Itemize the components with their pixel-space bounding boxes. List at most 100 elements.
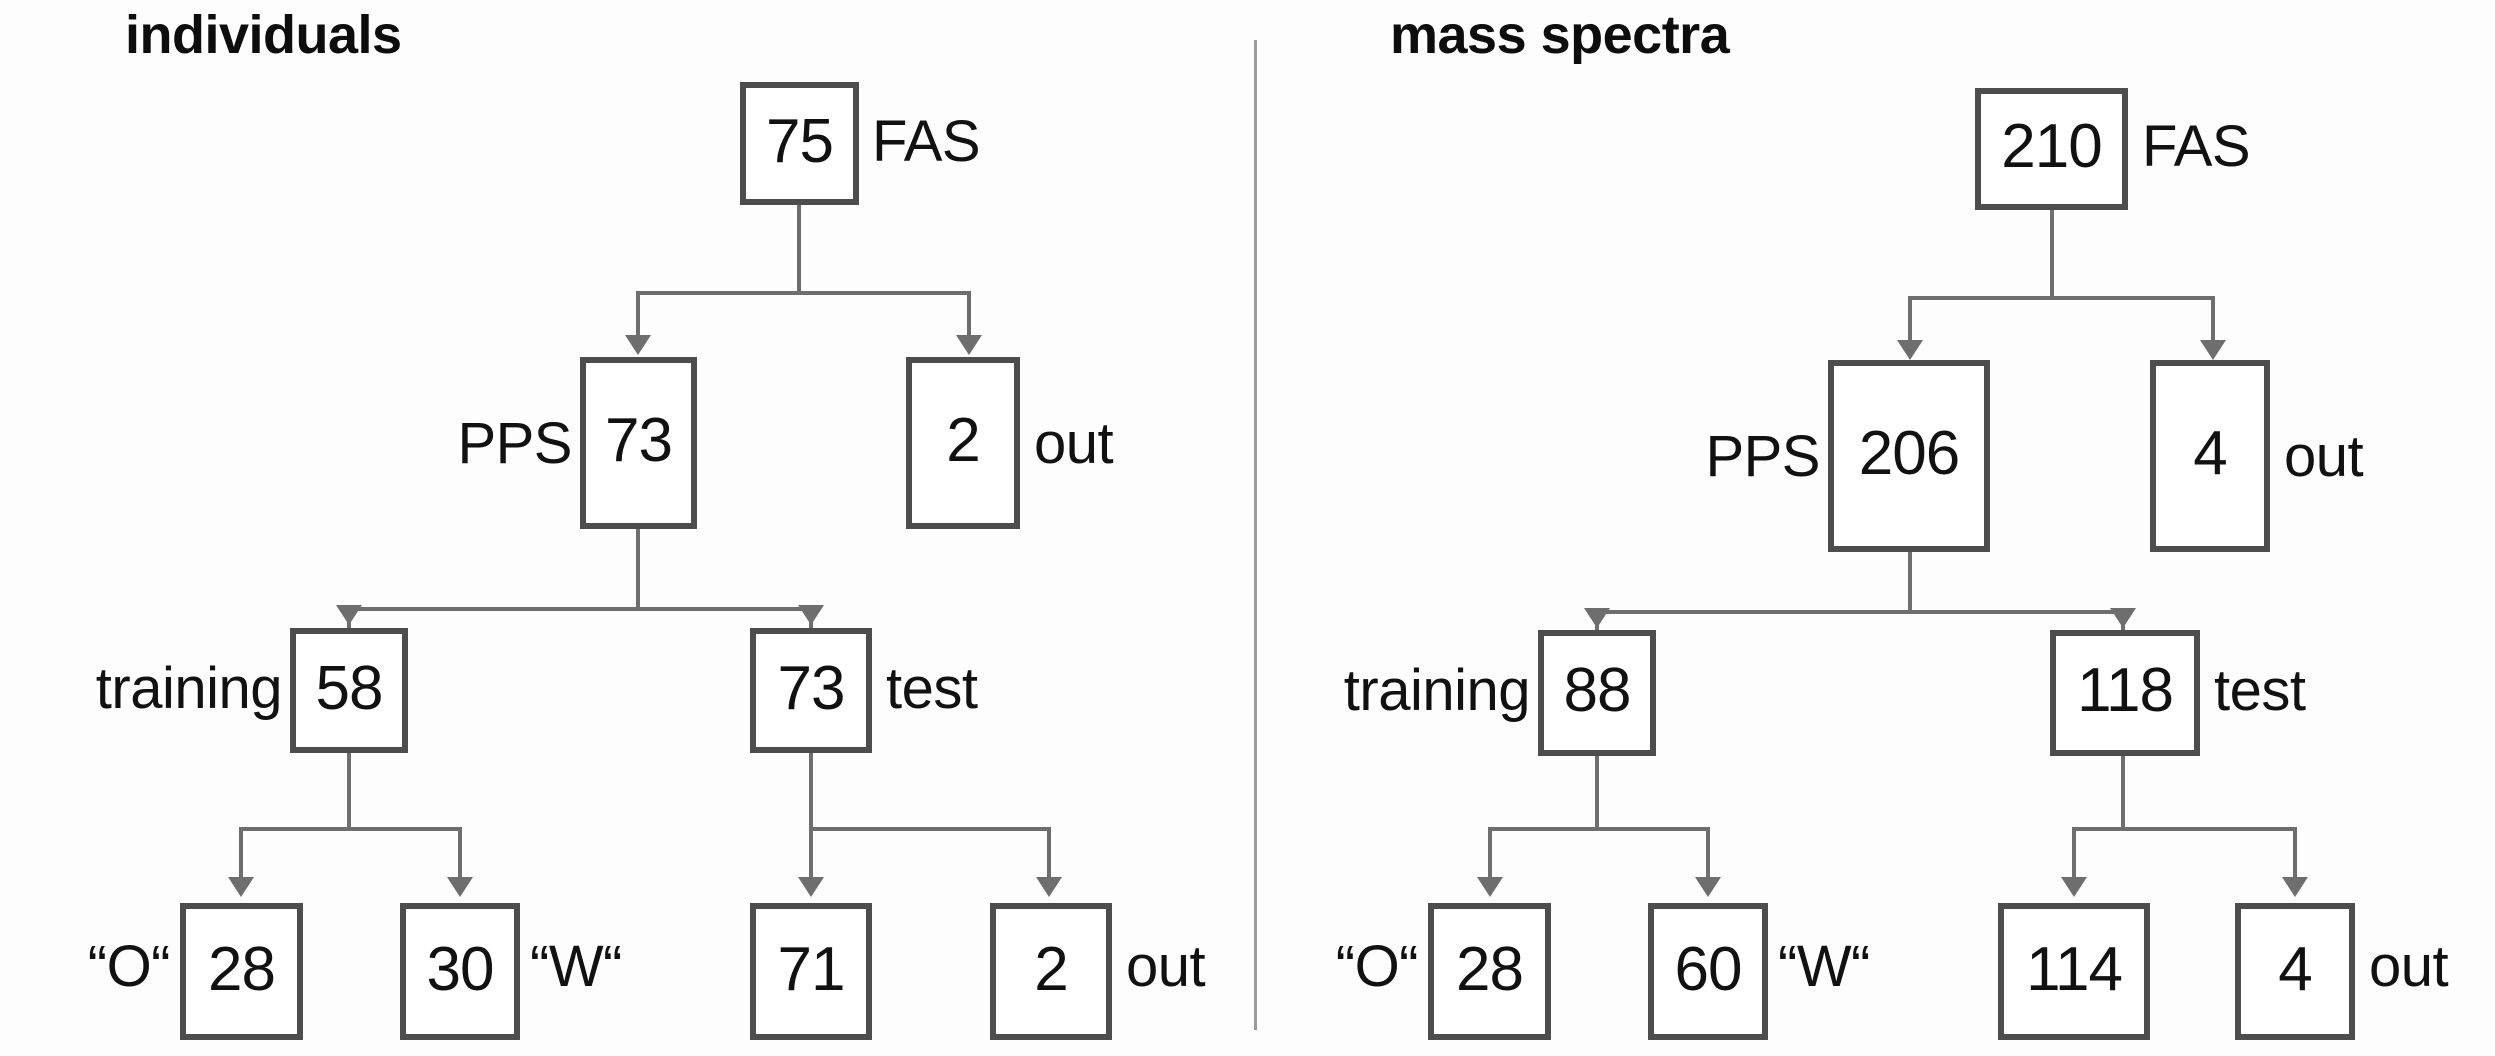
node-value: 2 xyxy=(946,406,980,475)
connector-test-to-out xyxy=(2293,827,2297,879)
connector-pps-stem xyxy=(1908,552,1912,614)
connector-fas-to-pps xyxy=(1908,296,1912,342)
connector-fas-to-pps xyxy=(636,291,640,337)
node-value: 88 xyxy=(1563,656,1632,725)
connector-test-stem xyxy=(2121,753,2125,829)
label-mass-spectra-test: test xyxy=(2214,658,2306,723)
connector-pps-bar xyxy=(1595,610,2125,614)
connector-fas-to-out xyxy=(2211,296,2215,342)
node-individuals-test-in[interactable]: 71 xyxy=(750,903,872,1040)
node-individuals-test-out[interactable]: 2 xyxy=(990,903,1112,1040)
node-value: 71 xyxy=(777,934,846,1004)
node-value: 28 xyxy=(1456,934,1524,1004)
connector-training-to-w xyxy=(1706,827,1710,879)
label-mass-spectra-training: training xyxy=(1343,658,1531,723)
node-value: 73 xyxy=(777,653,846,723)
node-individuals-test[interactable]: 73 xyxy=(750,628,872,753)
node-mass-spectra-pps[interactable]: 206 xyxy=(1828,360,1990,552)
arrow-head-icon xyxy=(447,877,473,897)
node-value: 28 xyxy=(208,934,276,1004)
label-individuals-train-o: “O“ xyxy=(87,934,171,999)
node-value: 4 xyxy=(2278,934,2312,1004)
connector-pps-to-test xyxy=(809,607,813,647)
node-individuals-train-w[interactable]: 30 xyxy=(400,903,520,1040)
node-value: 114 xyxy=(2026,934,2123,1004)
arrow-head-icon xyxy=(2061,877,2087,897)
node-value: 73 xyxy=(605,406,673,475)
node-value: 2 xyxy=(1034,934,1068,1004)
connector-test-to-testin xyxy=(2072,827,2076,879)
connector-fas-bar xyxy=(1908,296,2213,300)
connector-pps-bar xyxy=(347,607,813,611)
connector-test-to-testin xyxy=(809,827,813,879)
arrow-head-icon xyxy=(798,605,824,625)
connector-fas-bar xyxy=(636,291,969,295)
node-mass-spectra-train-w[interactable]: 60 xyxy=(1648,903,1768,1040)
connector-pps-to-training xyxy=(347,607,351,647)
connector-fas-to-out xyxy=(967,291,971,337)
connector-fas-stem xyxy=(797,205,801,293)
connector-training-to-w xyxy=(458,827,462,879)
arrow-head-icon xyxy=(956,335,982,355)
connector-test-bar xyxy=(809,827,1051,831)
connector-training-stem xyxy=(1595,753,1599,829)
node-mass-spectra-training[interactable]: 88 xyxy=(1538,630,1656,756)
node-individuals-fas[interactable]: 75 xyxy=(740,82,859,205)
node-individuals-train-o[interactable]: 28 xyxy=(180,903,303,1040)
node-mass-spectra-out-fas[interactable]: 4 xyxy=(2150,360,2270,552)
node-value: 118 xyxy=(2077,656,2174,725)
label-individuals-test: test xyxy=(886,656,978,721)
label-individuals-training: training xyxy=(95,656,283,721)
label-individuals-pps: PPS xyxy=(457,411,572,476)
label-individuals-fas: FAS xyxy=(872,109,981,174)
connector-pps-stem xyxy=(636,529,640,611)
label-individuals-train-w: “W“ xyxy=(530,934,622,999)
arrow-head-icon xyxy=(2282,877,2308,897)
node-mass-spectra-test[interactable]: 118 xyxy=(2050,630,2200,756)
arrow-head-icon xyxy=(625,335,651,355)
panel-title-individuals: individuals xyxy=(125,5,402,65)
arrow-head-icon xyxy=(336,605,362,625)
node-value: 30 xyxy=(426,934,495,1004)
connector-fas-stem xyxy=(2050,210,2054,298)
label-individuals-test-out: out xyxy=(1126,934,1206,999)
node-individuals-pps[interactable]: 73 xyxy=(580,357,697,529)
label-individuals-out-fas: out xyxy=(1034,411,1114,476)
label-mass-spectra-test-out: out xyxy=(2369,934,2449,999)
node-mass-spectra-train-o[interactable]: 28 xyxy=(1428,903,1551,1040)
connector-training-stem xyxy=(347,753,351,829)
node-value: 206 xyxy=(1858,419,1960,488)
connector-training-bar xyxy=(239,827,462,831)
node-mass-spectra-fas[interactable]: 210 xyxy=(1975,88,2128,210)
node-individuals-training[interactable]: 58 xyxy=(290,628,408,753)
arrow-head-icon xyxy=(1477,877,1503,897)
node-mass-spectra-test-out[interactable]: 4 xyxy=(2235,903,2355,1040)
node-value: 75 xyxy=(766,106,834,176)
node-value: 58 xyxy=(315,653,384,723)
connector-training-to-o xyxy=(239,827,243,879)
node-individuals-out-fas[interactable]: 2 xyxy=(906,357,1020,529)
arrow-head-icon xyxy=(798,877,824,897)
arrow-head-icon xyxy=(1695,877,1721,897)
node-value: 60 xyxy=(1674,934,1743,1004)
arrow-head-icon xyxy=(2110,608,2136,628)
arrow-head-icon xyxy=(228,877,254,897)
panel-title-mass-spectra: mass spectra xyxy=(1390,5,1730,65)
label-mass-spectra-pps: PPS xyxy=(1705,424,1820,489)
connector-test-bar xyxy=(2072,827,2297,831)
label-mass-spectra-out-fas: out xyxy=(2284,424,2364,489)
connector-test-to-out xyxy=(1047,827,1051,879)
connector-training-to-o xyxy=(1488,827,1492,879)
panel-divider xyxy=(1254,40,1257,1030)
label-mass-spectra-fas: FAS xyxy=(2142,114,2251,179)
node-value: 210 xyxy=(2001,112,2102,181)
arrow-head-icon xyxy=(1584,608,1610,628)
arrow-head-icon xyxy=(1897,340,1923,360)
arrow-head-icon xyxy=(1036,877,1062,897)
node-mass-spectra-test-in[interactable]: 114 xyxy=(1998,903,2150,1040)
arrow-head-icon xyxy=(2200,340,2226,360)
label-mass-spectra-train-w: “W“ xyxy=(1778,934,1870,999)
connector-training-bar xyxy=(1488,827,1710,831)
connector-test-stem xyxy=(809,753,813,829)
